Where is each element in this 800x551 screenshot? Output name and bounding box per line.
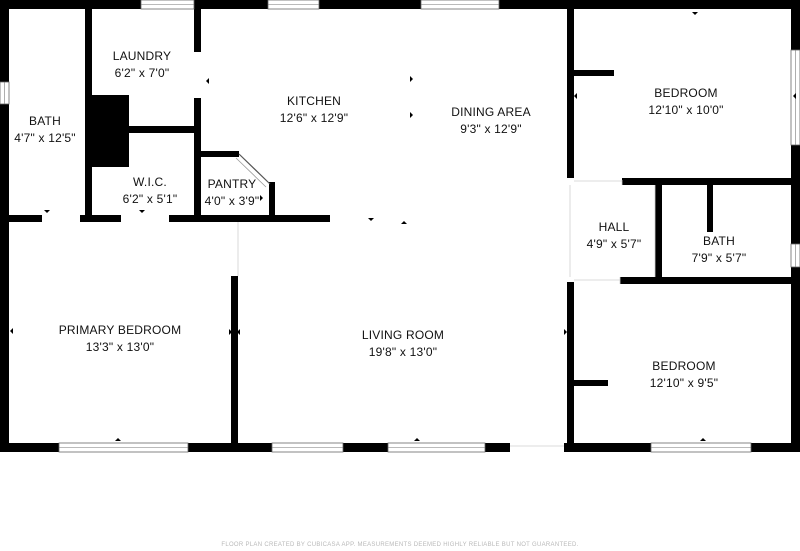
pantry-door <box>238 153 271 185</box>
room-name: BATH <box>29 114 61 128</box>
wall-pantry-top <box>201 151 239 157</box>
wall-bath-stub <box>707 184 713 232</box>
room-dims: 12'10" x 9'5" <box>649 376 719 390</box>
wall-wic-top <box>92 126 194 133</box>
room-wic: W.I.C. 6'2" x 5'1" <box>123 174 178 208</box>
dimension-ticks <box>10 12 796 441</box>
room-name: KITCHEN <box>286 94 342 108</box>
room-hall: HALL 4'9" x 5'7" <box>587 219 642 253</box>
outer-wall-right <box>791 0 800 452</box>
wall-bath-laundry <box>85 9 92 221</box>
wall-bedroom-top-bottom <box>622 178 800 185</box>
room-laundry: LAUNDRY 6'2" x 7'0" <box>113 48 172 82</box>
wall-primary-living <box>231 276 238 443</box>
room-kitchen: KITCHEN 12'6" x 12'9" <box>280 93 348 127</box>
room-dims: 7'9" x 5'7" <box>691 251 747 265</box>
room-dims: 12'6" x 12'9" <box>279 111 349 125</box>
room-name: BEDROOM <box>652 359 716 373</box>
chimney-block <box>92 95 129 167</box>
room-dims: 13'3" x 13'0" <box>85 340 155 354</box>
wall-bedroom-bottom-top <box>620 277 800 284</box>
closet-stub-bottom <box>574 380 608 386</box>
room-dims: 12'10" x 10'0" <box>648 103 724 117</box>
pantry-door-inner <box>235 157 267 188</box>
opening-wic-door <box>121 215 169 222</box>
room-dims: 6'2" x 7'0" <box>114 66 170 80</box>
room-name: LIVING ROOM <box>361 328 445 342</box>
room-living: LIVING ROOM 19'8" x 13'0" <box>362 327 444 361</box>
room-name: DINING AREA <box>451 105 531 119</box>
wall-laundry-kitchen <box>194 9 201 221</box>
outer-wall-left <box>0 0 9 452</box>
opening-outlines <box>237 180 656 447</box>
room-primary-bedroom: PRIMARY BEDROOM 13'3" x 13'0" <box>59 322 182 356</box>
room-name: BEDROOM <box>654 86 718 100</box>
room-pantry: PANTRY 4'0" x 3'9" <box>205 176 260 210</box>
opening-hall-kitchen <box>567 178 574 282</box>
room-dining: DINING AREA 9'3" x 12'9" <box>451 104 531 138</box>
room-bedroom-bottom: BEDROOM 12'10" x 9'5" <box>650 358 718 392</box>
outer-wall-top <box>0 0 800 9</box>
room-dims: 19'8" x 13'0" <box>368 345 438 359</box>
disclaimer-footer: FLOOR PLAN CREATED BY CUBICASA APP. MEAS… <box>221 542 579 548</box>
opening-bottom-patio <box>510 443 564 452</box>
closet-stub-top <box>574 70 614 76</box>
opening-hall-bottom <box>574 277 620 284</box>
room-dims: 9'3" x 12'9" <box>460 122 522 136</box>
room-name: LAUNDRY <box>112 49 172 63</box>
room-name: PRIMARY BEDROOM <box>58 323 182 337</box>
opening-hall-top <box>574 178 622 185</box>
opening-primary-door <box>231 222 238 276</box>
room-bath-right: BATH 7'9" x 5'7" <box>692 233 747 267</box>
room-dims: 4'9" x 5'7" <box>586 237 642 251</box>
room-dims: 4'0" x 3'9" <box>204 194 260 208</box>
room-bath-left: BATH 4'7" x 12'5" <box>14 113 76 147</box>
room-dims: 6'2" x 5'1" <box>122 192 178 206</box>
room-dims: 4'7" x 12'5" <box>14 131 76 145</box>
wall-hall-bath <box>655 184 662 278</box>
opening-bath-door <box>42 215 80 222</box>
wall-pantry-right <box>269 182 275 220</box>
room-bedroom-top: BEDROOM 12'10" x 10'0" <box>648 85 723 119</box>
room-name: BATH <box>703 234 735 248</box>
opening-laundry-door <box>194 52 201 98</box>
openings <box>42 52 622 452</box>
room-name: W.I.C. <box>133 175 167 189</box>
room-name: HALL <box>598 220 630 234</box>
room-name: PANTRY <box>207 177 257 191</box>
